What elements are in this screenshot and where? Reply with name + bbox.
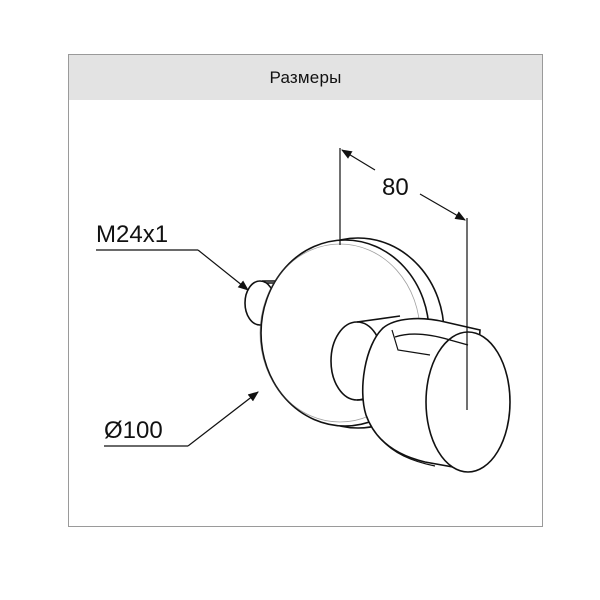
diameter-label: Ø100 <box>104 417 163 444</box>
dimensions-panel: Размеры <box>68 54 543 527</box>
diameter-dimension: Ø100 <box>104 391 259 447</box>
depth-label: 80 <box>382 174 409 201</box>
panel-title: Размеры <box>269 67 342 87</box>
knob-body <box>361 317 511 473</box>
depth-dimension: 80 <box>339 148 468 410</box>
thread-dimension: M24x1 <box>96 221 249 291</box>
panel-header: Размеры <box>69 55 542 100</box>
thread-label: M24x1 <box>96 221 168 248</box>
